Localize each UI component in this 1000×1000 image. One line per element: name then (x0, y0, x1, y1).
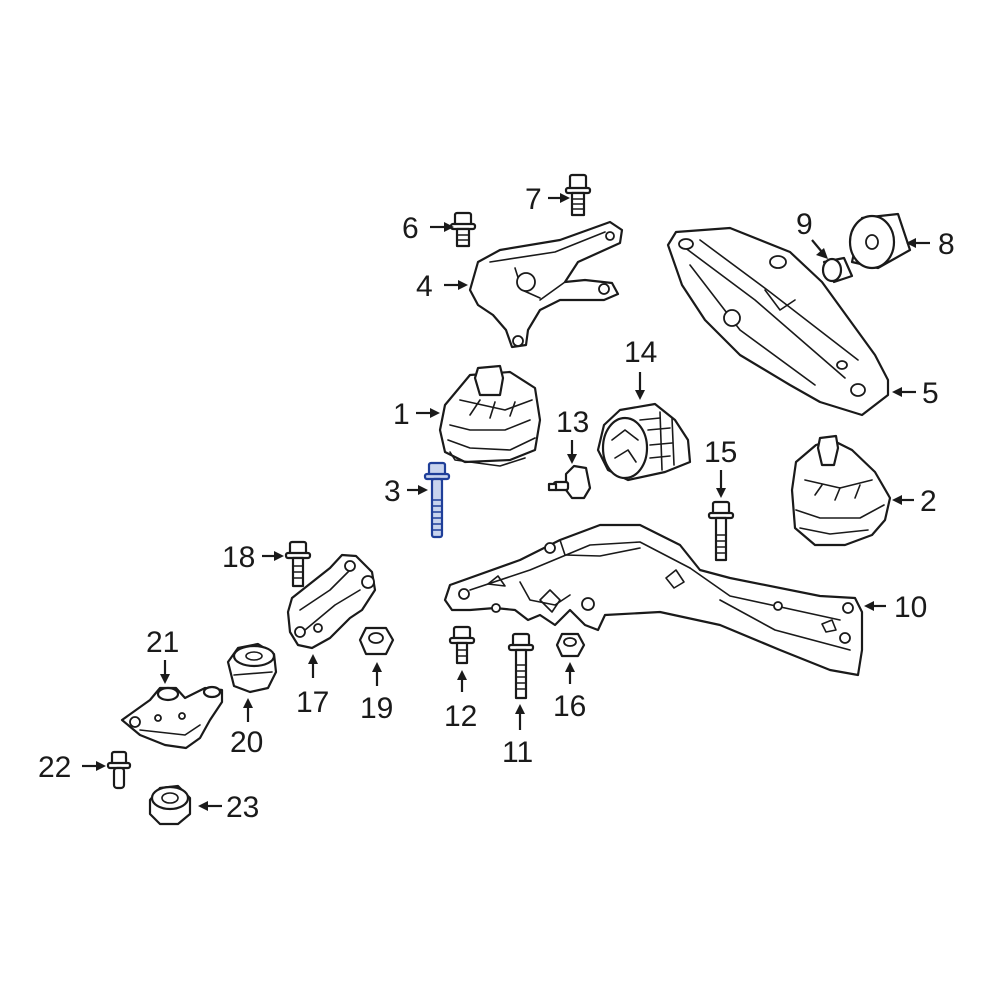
callout-17[interactable]: 17 (296, 686, 329, 719)
part-5-shield-plate[interactable] (666, 226, 890, 417)
callout-15[interactable]: 15 (704, 436, 737, 469)
callout-13[interactable]: 13 (556, 406, 589, 439)
part-13-stud-mount[interactable] (547, 464, 592, 500)
part-17-bracket[interactable] (286, 553, 377, 650)
leader-arrows (82, 193, 930, 811)
callout-22[interactable]: 22 (38, 751, 71, 784)
callout-5[interactable]: 5 (922, 377, 939, 410)
callout-9[interactable]: 9 (796, 208, 813, 241)
part-15-bolt[interactable] (707, 500, 735, 562)
callout-18[interactable]: 18 (222, 541, 255, 574)
callout-19[interactable]: 19 (360, 692, 393, 725)
part-11-bolt[interactable] (507, 632, 535, 700)
part-19-nut[interactable] (358, 626, 395, 656)
part-14-cylinder-mount[interactable] (596, 402, 692, 482)
part-10-crossmember[interactable] (443, 523, 864, 677)
callout-14[interactable]: 14 (624, 336, 657, 369)
callout-labels: 7 6 4 9 8 14 5 1 13 15 3 2 18 10 21 17 1… (38, 183, 955, 824)
part-18-bolt[interactable] (284, 540, 312, 588)
part-3-bolt-highlighted[interactable] (423, 461, 451, 539)
part-8-large-bushing[interactable] (848, 212, 912, 270)
part-7-bolt[interactable] (564, 173, 592, 217)
callout-10[interactable]: 10 (894, 591, 927, 624)
callout-8[interactable]: 8 (938, 228, 955, 261)
part-20-bump-stop[interactable] (226, 642, 278, 694)
callout-2[interactable]: 2 (920, 485, 937, 518)
part-16-nut[interactable] (555, 632, 586, 658)
callout-1[interactable]: 1 (393, 398, 410, 431)
part-4-bracket-arm[interactable] (468, 220, 624, 349)
callout-3[interactable]: 3 (384, 475, 401, 508)
callout-7[interactable]: 7 (525, 183, 542, 216)
part-9-small-bushing[interactable] (821, 256, 854, 284)
part-23-round-bushing[interactable] (148, 784, 192, 826)
callout-6[interactable]: 6 (402, 212, 419, 245)
part-6-bolt[interactable] (449, 211, 477, 248)
callout-16[interactable]: 16 (553, 690, 586, 723)
callout-11[interactable]: 11 (502, 736, 533, 769)
callout-20[interactable]: 20 (230, 726, 263, 759)
part-21-base-bracket[interactable] (120, 685, 224, 750)
callout-23[interactable]: 23 (226, 791, 259, 824)
part-2-engine-mount[interactable] (790, 434, 892, 547)
part-22-bolt[interactable] (106, 750, 132, 790)
part-12-bolt[interactable] (448, 625, 476, 665)
part-1-engine-mount[interactable] (438, 364, 542, 467)
callout-21[interactable]: 21 (146, 626, 179, 659)
callout-4[interactable]: 4 (416, 270, 433, 303)
callout-12[interactable]: 12 (444, 700, 477, 733)
